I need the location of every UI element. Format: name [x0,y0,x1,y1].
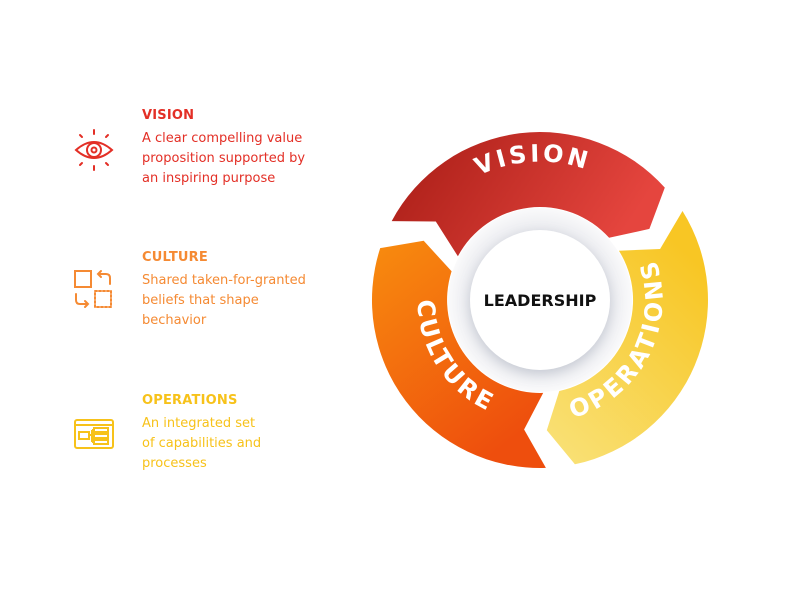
center-label: LEADERSHIP [484,291,597,310]
legend-title: VISION [142,108,195,123]
hub-center [470,230,610,370]
legend-title: OPERATIONS [142,393,238,408]
process-window-icon [72,414,116,458]
eye-icon [72,128,116,172]
legend-title: CULTURE [142,250,208,265]
segment-operations [546,211,708,465]
swap-squares-icon [72,268,116,312]
segment-culture [371,240,546,469]
segment-vision [391,132,665,257]
